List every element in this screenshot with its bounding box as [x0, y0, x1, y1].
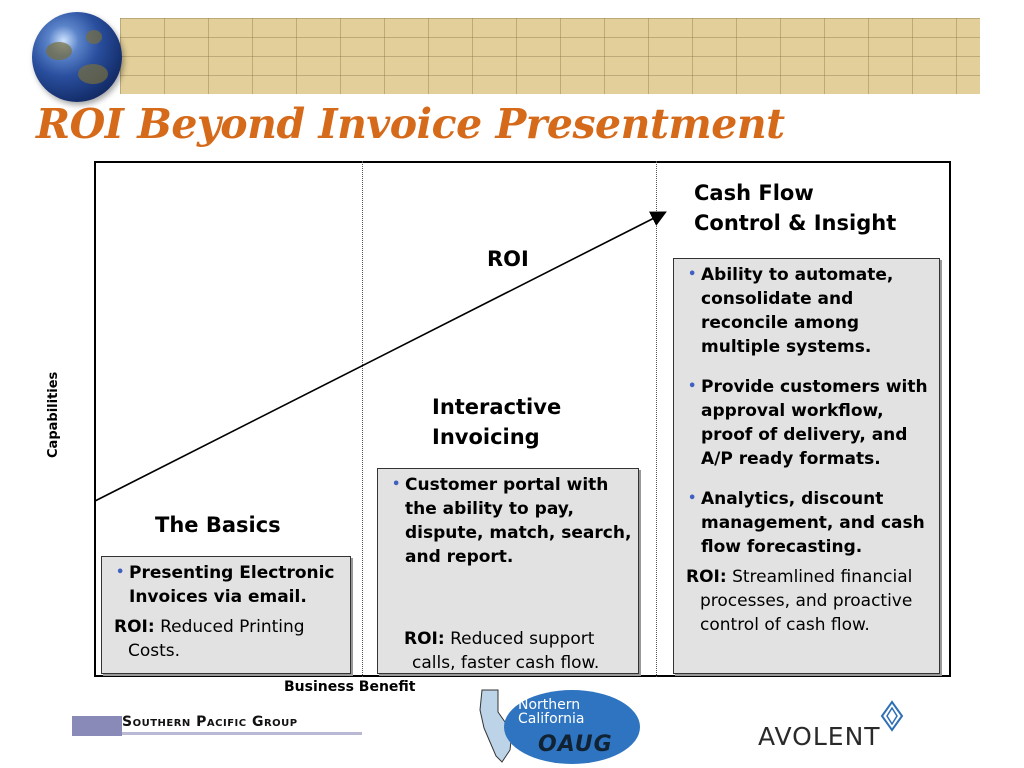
logo-text: Southern Pacific Group	[122, 714, 298, 730]
map-banner	[120, 18, 980, 94]
arrow-label: ROI	[487, 247, 529, 271]
axis-label-business-benefit: Business Benefit	[284, 679, 416, 695]
stage-box-cashflow: Ability to automate, consolidate and rec…	[673, 258, 940, 674]
heading-line: Control & Insight	[694, 211, 897, 235]
column-divider-1	[362, 161, 363, 677]
column-divider-2	[656, 161, 657, 677]
roi-statement: ROI: Streamlined financial processes, an…	[686, 565, 935, 637]
heading-line: Invoicing	[432, 425, 540, 449]
roi-statement: ROI: Reduced Printing Costs.	[114, 615, 344, 663]
heading-line: Interactive	[432, 395, 562, 419]
roi-text: Streamlined financial processes, and pro…	[700, 567, 913, 635]
southern-pacific-group-logo: Southern Pacific Group	[72, 712, 362, 738]
roi-statement: ROI: Reduced support calls, faster cash …	[390, 627, 632, 675]
bullet-item: Analytics, discount management, and cash…	[686, 487, 935, 559]
roi-text: Reduced Printing Costs.	[128, 617, 305, 661]
stage-heading-basics: The Basics	[155, 513, 281, 537]
slide-title: ROI Beyond Invoice Presentment	[36, 100, 785, 148]
bullet-item: Provide customers with approval workflow…	[686, 375, 935, 471]
axis-label-capabilities: Capabilities	[46, 371, 61, 458]
stage-heading-cashflow: Cash Flow Control & Insight	[694, 178, 896, 238]
roi-label: ROI:	[114, 617, 155, 637]
roi-label: ROI:	[404, 629, 445, 649]
roi-label: ROI:	[686, 567, 727, 587]
bullet-item: Ability to automate, consolidate and rec…	[686, 263, 935, 359]
california-map-icon	[479, 689, 513, 763]
stage-box-basics: Presenting Electronic Invoices via email…	[101, 556, 351, 674]
globe-icon	[32, 12, 122, 102]
roi-text: Reduced support calls, faster cash flow.	[412, 629, 600, 673]
stage-box-interactive: Customer portal with the ability to pay,…	[377, 468, 639, 674]
avolent-mark-icon	[880, 700, 904, 732]
heading-line: Cash Flow	[694, 181, 814, 205]
stage-heading-interactive: Interactive Invoicing	[432, 392, 561, 452]
avolent-logo: AVOLENT	[758, 722, 881, 751]
map-grid	[120, 18, 980, 94]
logo-text-big: OAUG	[538, 732, 613, 757]
bullet-item: Customer portal with the ability to pay,…	[390, 473, 632, 569]
logo-text: Northern California	[518, 697, 585, 727]
northern-california-oaug-logo: Northern California OAUG	[476, 688, 642, 766]
bullet-item: Presenting Electronic Invoices via email…	[114, 561, 344, 609]
